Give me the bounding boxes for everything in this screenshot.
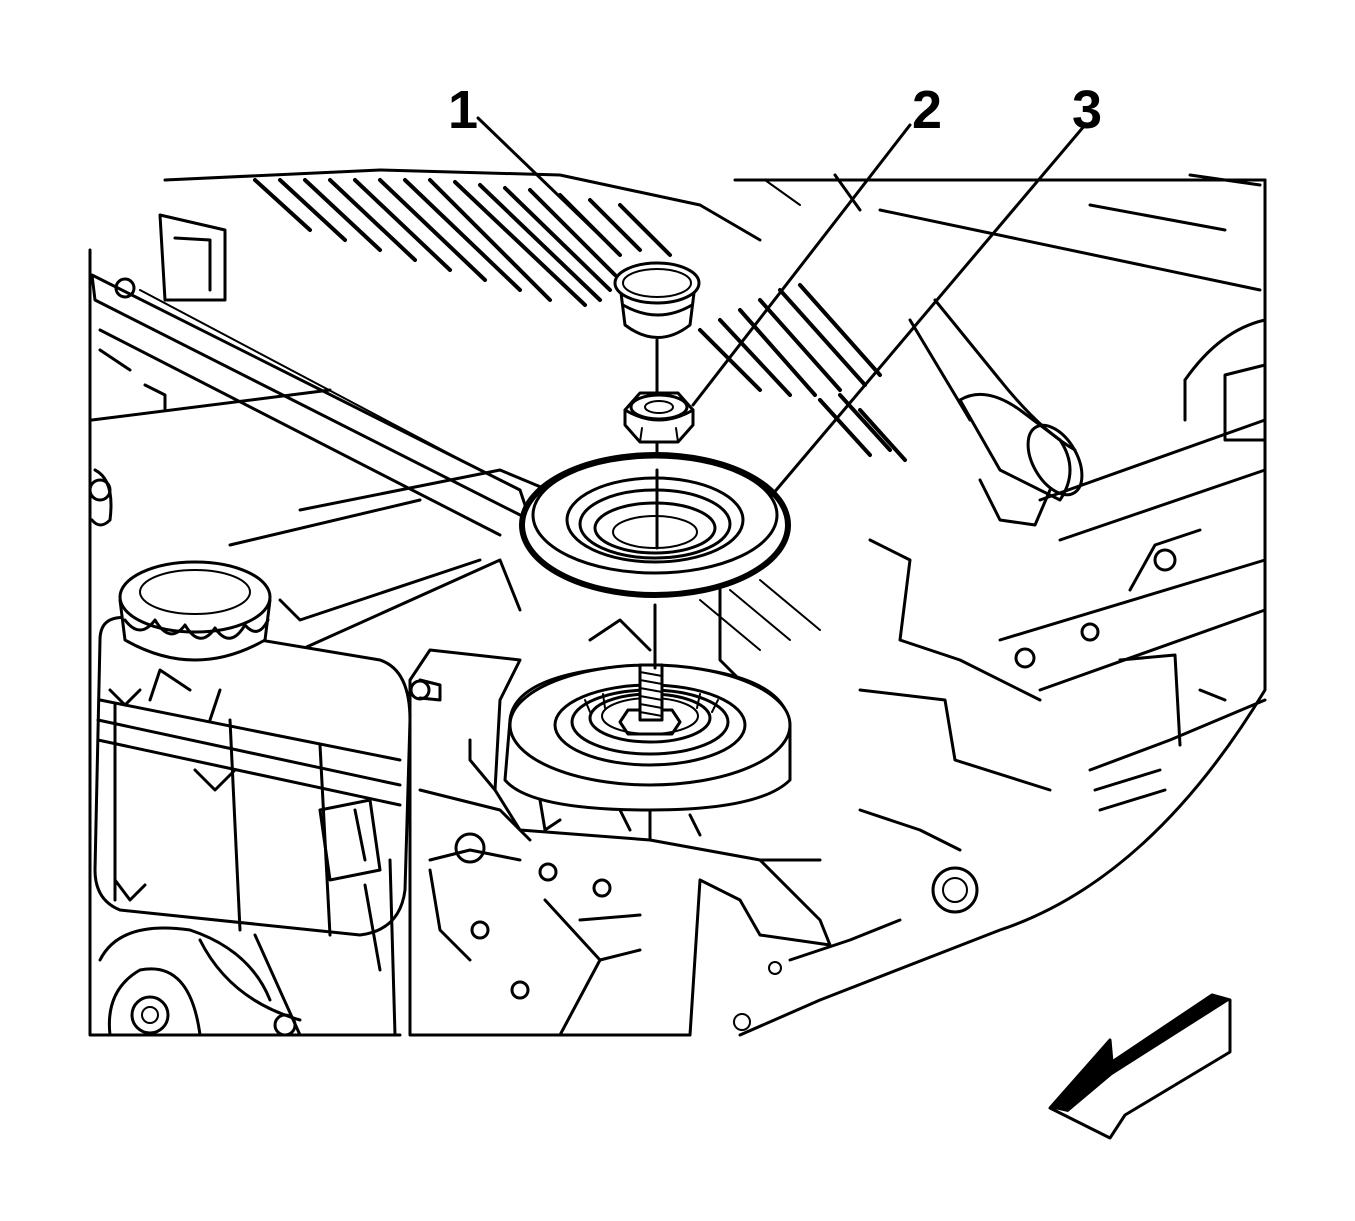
leader-line-1 <box>476 116 617 252</box>
callouts: 1 2 3 <box>448 80 1102 497</box>
callout-1: 1 <box>448 80 478 140</box>
strut-mount-base <box>503 663 792 837</box>
part-ring <box>519 452 791 598</box>
part-nut <box>623 391 695 444</box>
strut-tower <box>408 648 832 1037</box>
part-cap <box>613 261 701 339</box>
leader-line-3 <box>770 123 1087 497</box>
leader-line-2 <box>691 123 912 407</box>
callout-2: 2 <box>912 80 942 140</box>
reservoir-cap <box>118 560 272 662</box>
exploded-parts <box>519 261 791 670</box>
strut-stud <box>638 663 664 722</box>
grille-hatching <box>253 178 907 462</box>
front-direction-arrow-icon <box>1048 993 1232 1140</box>
callout-3: 3 <box>1072 80 1102 140</box>
